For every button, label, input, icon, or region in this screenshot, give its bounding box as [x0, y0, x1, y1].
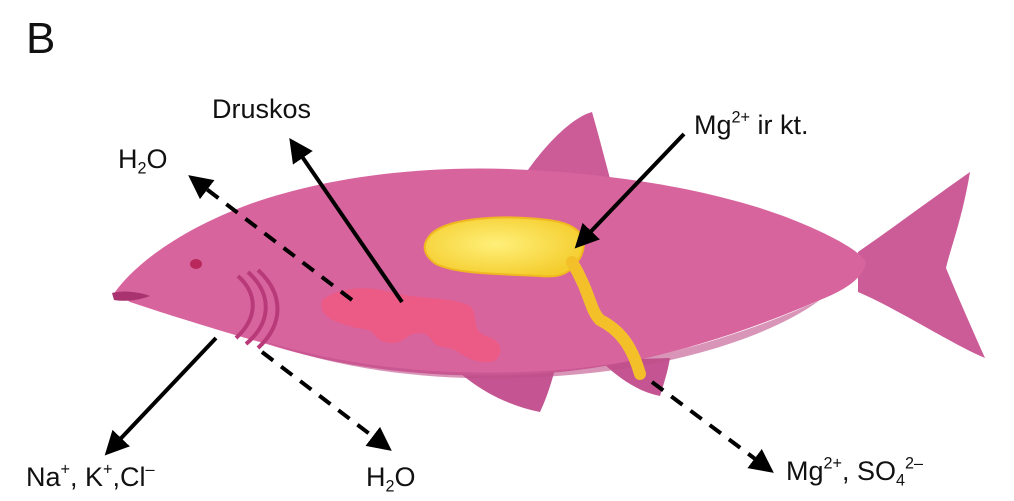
- label-ions-out: Na+, K+,Cl–: [26, 464, 154, 491]
- label-mg-intake: Mg2+ ir kt.: [694, 112, 808, 139]
- label-druskos: Druskos: [212, 96, 311, 123]
- tail-fin: [858, 172, 985, 358]
- label-h2o-top: H2O: [118, 146, 168, 173]
- mg-so4-out-arrow: [652, 382, 770, 470]
- label-h2o-bottom: H2O: [366, 464, 416, 491]
- eye: [190, 259, 202, 269]
- kidney-organ: [425, 217, 584, 276]
- label-mg-so4-out: Mg2+, SO42–: [786, 458, 923, 485]
- ions-out-arrow: [108, 338, 216, 452]
- panel-label: B: [26, 14, 55, 64]
